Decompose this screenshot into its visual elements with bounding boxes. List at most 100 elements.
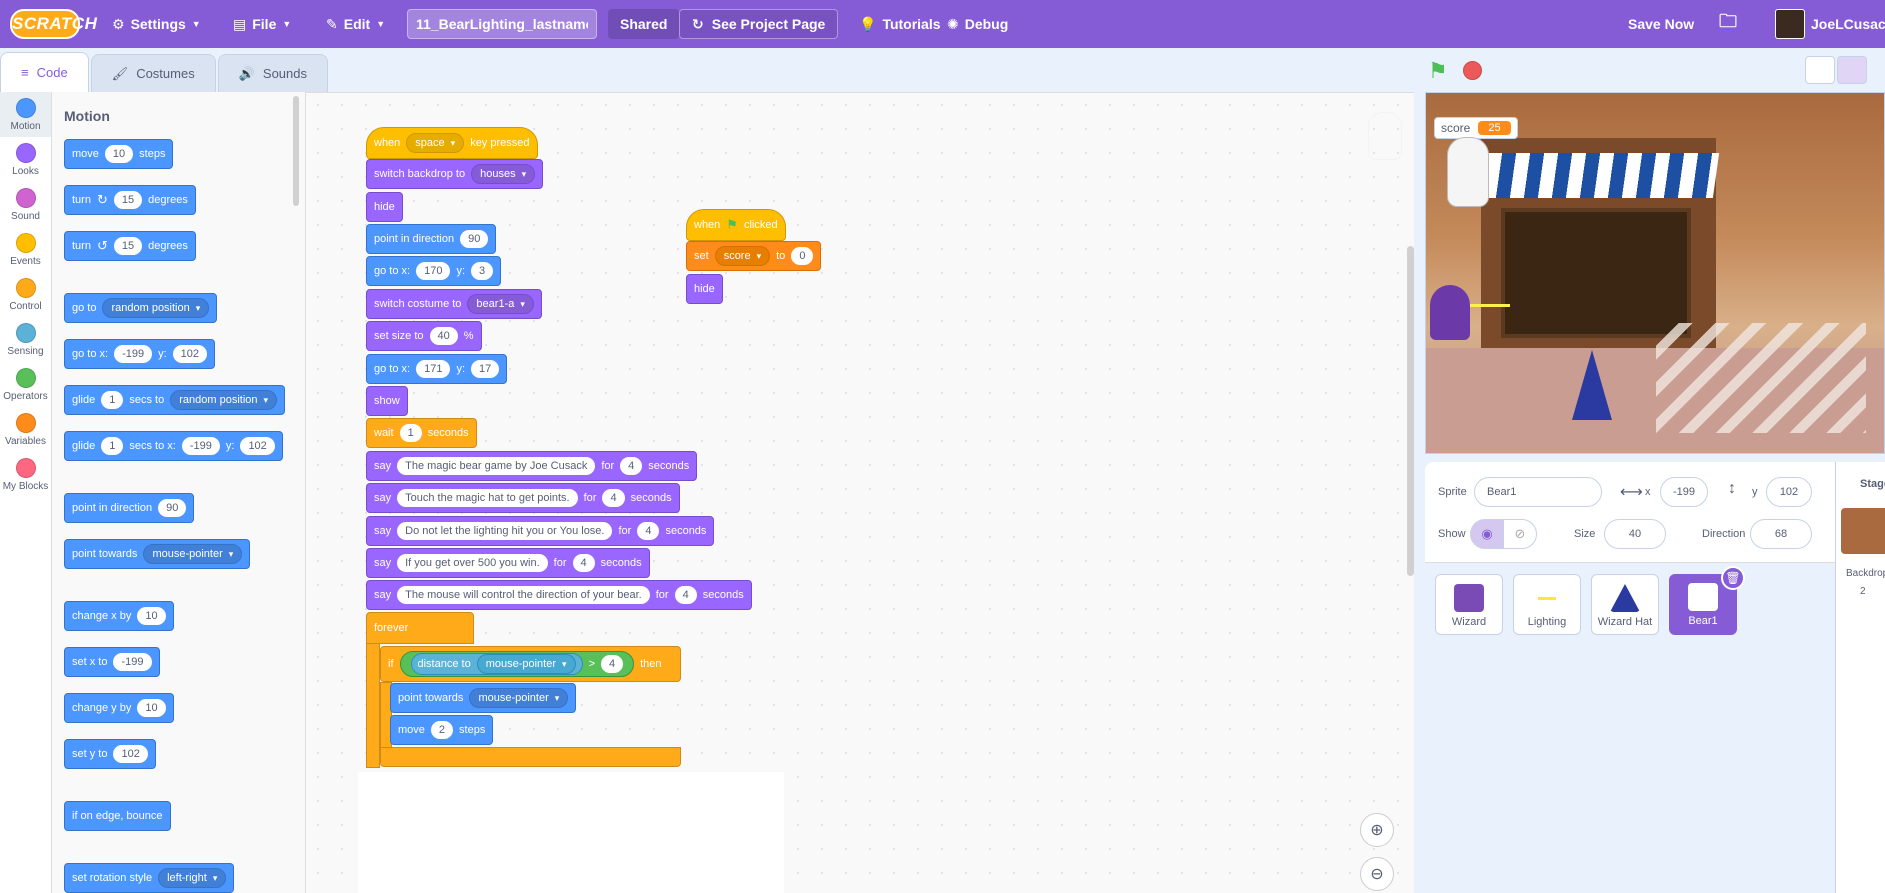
palette-edge-bounce-block[interactable]: if on edge, bounce	[64, 801, 171, 831]
switch-backdrop-block[interactable]: switch backdrop to houses	[366, 159, 544, 189]
y-input[interactable]: 17	[471, 360, 500, 378]
zoom-out-button[interactable]: ⊖	[1360, 857, 1394, 891]
seconds-input[interactable]: 4	[637, 522, 660, 540]
category-motion[interactable]: Motion	[0, 92, 51, 137]
variable-dropdown[interactable]: score	[714, 246, 771, 266]
stop-button[interactable]	[1463, 61, 1482, 80]
number-input[interactable]: 102	[113, 745, 148, 763]
point-towards-block[interactable]: point towards mouse-pointer	[390, 683, 577, 713]
number-input[interactable]: 15	[113, 191, 143, 209]
direction-input[interactable]: 90	[158, 499, 187, 517]
set-size-block[interactable]: set size to 40 %	[366, 321, 482, 351]
category-events[interactable]: Events	[0, 227, 51, 272]
tab-costumes[interactable]: 🖌 Costumes	[90, 54, 216, 92]
steps-input[interactable]: 2	[430, 721, 454, 739]
script-area-scrollbar[interactable]	[1407, 246, 1414, 576]
y-input[interactable]: 102	[240, 437, 275, 455]
palette-set-x-block[interactable]: set x to -199	[64, 647, 160, 677]
message-input[interactable]: The mouse will control the direction of …	[397, 586, 650, 604]
sprite-size-input[interactable]	[1604, 519, 1666, 549]
distance-target-dropdown[interactable]: mouse-pointer	[476, 654, 576, 674]
when-flag-clicked-block[interactable]: when ⚑ clicked	[686, 209, 786, 241]
score-monitor[interactable]: score 25	[1434, 117, 1518, 139]
secs-input[interactable]: 1	[101, 437, 124, 455]
glide-target-dropdown[interactable]: random position	[170, 390, 278, 410]
palette-turn-right-block[interactable]: turn ↻ 15 degrees	[64, 185, 196, 215]
switch-costume-block[interactable]: switch costume to bear1-a	[366, 289, 542, 319]
edit-menu[interactable]: ✎ Edit ▼	[326, 0, 385, 48]
stage-selector-pane[interactable]: Stage Backdrops 2	[1835, 462, 1885, 893]
x-input[interactable]: -199	[114, 345, 153, 363]
sprite-tile-wizard[interactable]: Wizard	[1435, 574, 1503, 635]
palette-move-block[interactable]: move 10 steps	[64, 139, 174, 169]
sprite-x-input[interactable]	[1660, 477, 1708, 507]
category-variables[interactable]: Variables	[0, 407, 51, 452]
sprite-direction-input[interactable]	[1750, 519, 1812, 549]
key-dropdown[interactable]: space	[406, 133, 465, 153]
palette-rotation-style-block[interactable]: set rotation style left-right	[64, 863, 235, 893]
number-input[interactable]: 15	[113, 237, 143, 255]
sprite-tile-lighting[interactable]: Lighting	[1513, 574, 1581, 635]
hide-block[interactable]: hide	[686, 274, 723, 304]
file-menu[interactable]: ▤ File ▼	[233, 0, 291, 48]
scratch-logo[interactable]: SCRATCH	[10, 9, 97, 39]
sprite-tile-bear1[interactable]: Bear1	[1669, 574, 1737, 635]
wizard-sprite[interactable]	[1430, 285, 1470, 340]
distance-to-reporter[interactable]: distance to mouse-pointer	[410, 653, 583, 675]
x-input[interactable]: 170	[416, 262, 451, 280]
x-input[interactable]: 171	[416, 360, 451, 378]
see-project-page-button[interactable]: ↻ See Project Page	[679, 9, 839, 39]
category-sound[interactable]: Sound	[0, 182, 51, 227]
show-block[interactable]: show	[366, 386, 408, 416]
palette-point-direction-block[interactable]: point in direction 90	[64, 493, 195, 523]
palette-set-y-block[interactable]: set y to 102	[64, 739, 156, 769]
settings-menu[interactable]: ⚙ Settings ▼	[112, 0, 201, 48]
go-to-xy-block[interactable]: go to x: 171 y: 17	[366, 354, 508, 384]
account-menu[interactable]: JoeLCusack	[1775, 0, 1885, 48]
small-stage-button[interactable]	[1805, 56, 1835, 84]
green-flag-button[interactable]: ⚑	[1428, 58, 1448, 84]
message-input[interactable]: Do not let the lighting hit you or You l…	[397, 522, 613, 540]
towards-dropdown[interactable]: mouse-pointer	[469, 688, 569, 708]
greater-than-operator[interactable]: distance to mouse-pointer > 4	[399, 651, 635, 677]
normal-stage-button[interactable]	[1837, 56, 1867, 84]
point-in-direction-block[interactable]: point in direction 90	[366, 224, 497, 254]
palette-glide-xy-block[interactable]: glide 1 secs to x: -199 y: 102	[64, 431, 283, 461]
y-input[interactable]: 102	[172, 345, 208, 363]
wizard-hat-sprite[interactable]	[1572, 350, 1612, 420]
say-for-secs-block[interactable]: say If you get over 500 you win. for 4 s…	[366, 548, 650, 578]
number-input[interactable]: -199	[113, 653, 152, 671]
value-input[interactable]: 0	[791, 247, 814, 265]
size-input[interactable]: 40	[429, 327, 458, 345]
shared-button[interactable]: Shared	[608, 9, 680, 39]
forever-block[interactable]: forever	[366, 612, 474, 644]
category-operators[interactable]: Operators	[0, 362, 51, 407]
lighting-sprite[interactable]	[1470, 304, 1510, 307]
rotation-style-dropdown[interactable]: left-right	[158, 868, 227, 888]
palette-goto-block[interactable]: go to random position	[64, 293, 218, 323]
hide-block[interactable]: hide	[366, 192, 403, 222]
go-to-xy-block[interactable]: go to x: 170 y: 3	[366, 256, 502, 286]
debug-button[interactable]: ✺ Debug	[947, 0, 1008, 48]
category-looks[interactable]: Looks	[0, 137, 51, 182]
say-for-secs-block[interactable]: say Do not let the lighting hit you or Y…	[366, 516, 715, 546]
secs-input[interactable]: 1	[101, 391, 124, 409]
my-stuff-folder-icon[interactable]: 🗀	[1719, 11, 1737, 31]
towards-dropdown[interactable]: mouse-pointer	[143, 544, 243, 564]
say-for-secs-block[interactable]: say Touch the magic hat to get points. f…	[366, 483, 680, 513]
stage-canvas[interactable]	[1425, 92, 1885, 454]
message-input[interactable]: Touch the magic hat to get points.	[397, 489, 578, 507]
message-input[interactable]: The magic bear game by Joe Cusack	[397, 457, 596, 475]
number-input[interactable]: 10	[137, 699, 166, 717]
category-sensing[interactable]: Sensing	[0, 317, 51, 362]
move-steps-block[interactable]: move 2 steps	[390, 715, 494, 745]
y-input[interactable]: 3	[471, 262, 494, 280]
number-input[interactable]: 10	[104, 145, 134, 163]
backdrop-dropdown[interactable]: houses	[471, 164, 536, 184]
wait-block[interactable]: wait 1 seconds	[366, 418, 477, 448]
if-then-block[interactable]: if distance to mouse-pointer > 4 then	[380, 646, 681, 682]
goto-target-dropdown[interactable]: random position	[102, 298, 210, 318]
number-input[interactable]: 10	[137, 607, 166, 625]
seconds-input[interactable]: 1	[399, 424, 422, 442]
direction-input[interactable]: 90	[460, 230, 489, 248]
